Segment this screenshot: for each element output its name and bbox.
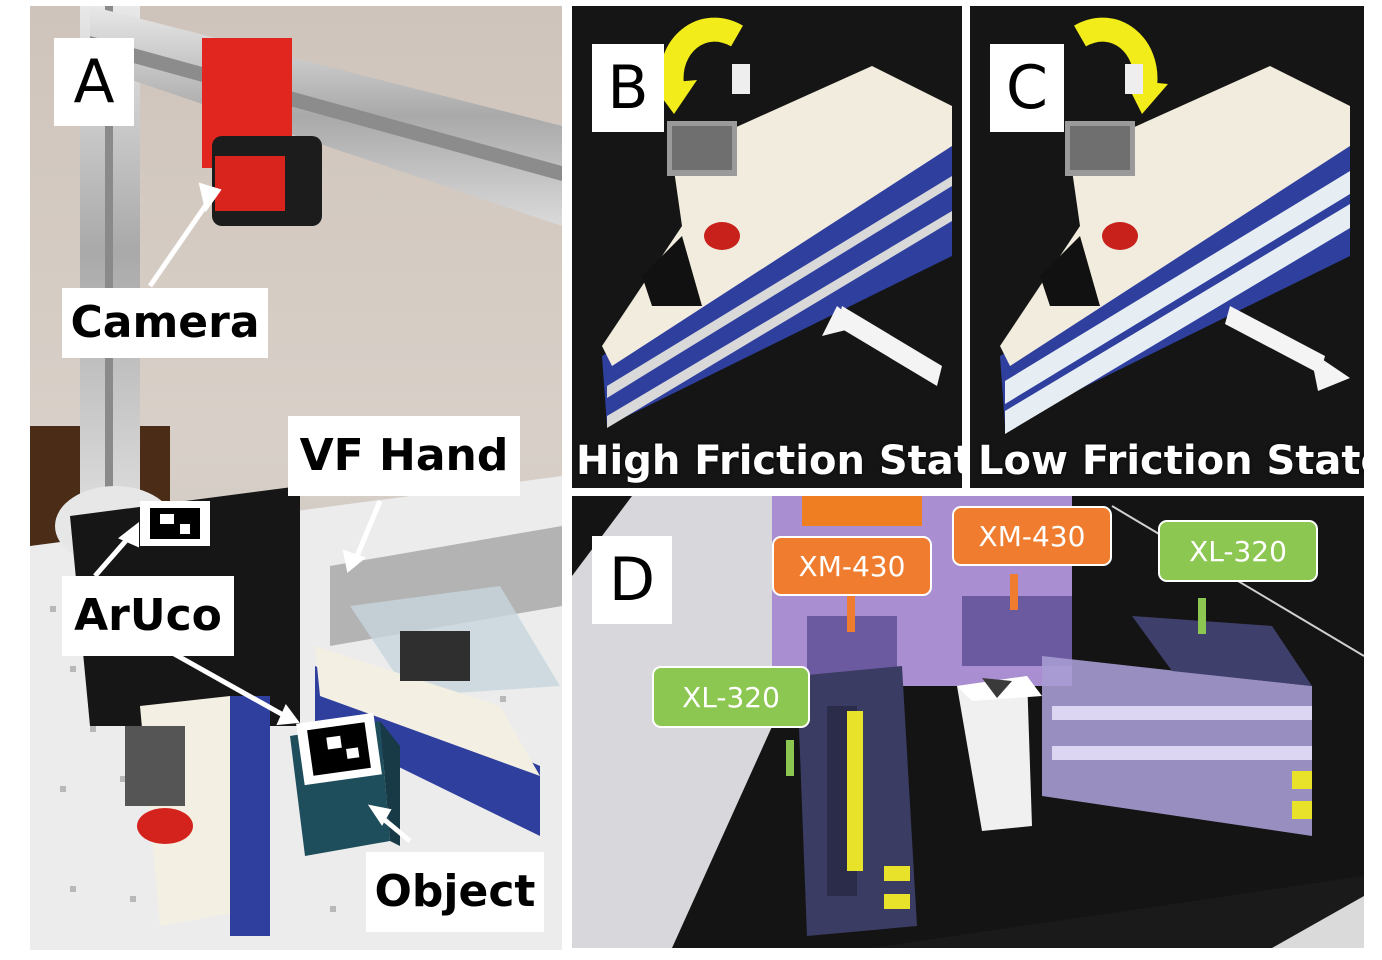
object-label: Object xyxy=(366,852,544,932)
camera-label: Camera xyxy=(62,288,268,358)
aruco-label: ArUco xyxy=(62,576,234,656)
low-friction-state-label: Low Friction State xyxy=(978,438,1364,484)
panel-d-letter: D xyxy=(592,536,672,624)
panel-b-letter: B xyxy=(592,44,664,132)
panel-b: B High Friction State xyxy=(572,6,962,488)
panel-d: D XM-430 XM-430 XL-320 XL-320 xyxy=(572,496,1364,948)
xm-430-tag-left: XM-430 xyxy=(772,536,932,596)
high-friction-state-label: High Friction State xyxy=(576,438,962,484)
xl-320-tag-right: XL-320 xyxy=(1158,520,1318,582)
panel-a-letter: A xyxy=(54,38,134,126)
xm-430-tag-right: XM-430 xyxy=(952,506,1112,566)
panel-c-letter: C xyxy=(990,44,1064,132)
panel-d-render xyxy=(572,496,1364,948)
vf-hand-label: VF Hand xyxy=(288,416,520,496)
panel-c: C Low Friction State xyxy=(970,6,1364,488)
xl-320-tag-left: XL-320 xyxy=(652,666,810,728)
panel-a: A Camera VF Hand ArUco Object xyxy=(30,6,562,950)
panel-b-photo xyxy=(572,6,962,488)
